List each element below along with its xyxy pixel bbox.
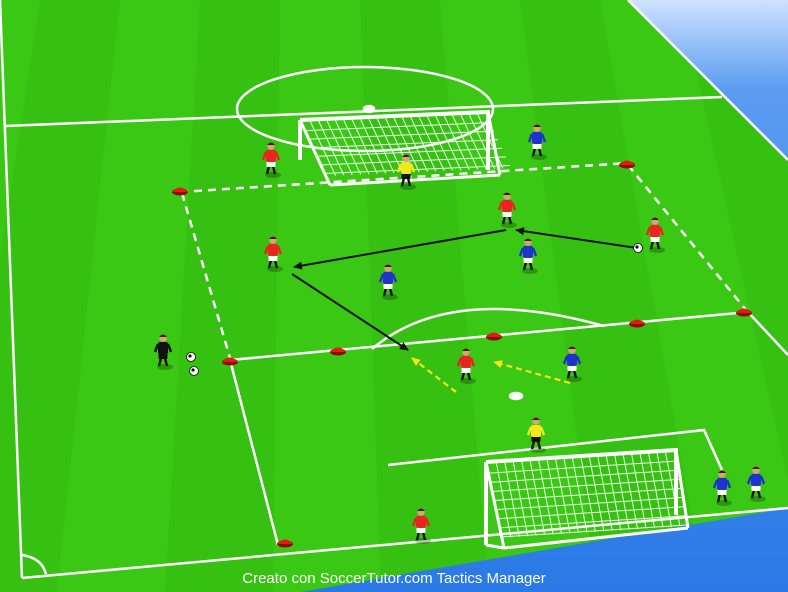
- halfway-line: [4, 95, 723, 128]
- pass-arrow: [293, 229, 507, 270]
- cone: [222, 357, 238, 366]
- player-red: [456, 348, 476, 384]
- goal-area: [387, 428, 724, 471]
- ball: [633, 243, 643, 253]
- player-red: [645, 217, 665, 253]
- pass-arrow: [291, 273, 409, 351]
- goal-bottom: [484, 447, 690, 550]
- player-blue: [746, 466, 766, 502]
- ball: [186, 352, 196, 362]
- cone: [172, 187, 188, 196]
- cones: [172, 160, 752, 548]
- player-blue: [527, 124, 547, 160]
- player-goalkeeper: [396, 154, 416, 190]
- player-red: [263, 236, 283, 272]
- player-goalkeeper: [526, 417, 546, 453]
- player-blue: [518, 238, 538, 274]
- cone: [277, 539, 293, 548]
- players: [153, 124, 766, 544]
- cone: [736, 308, 752, 317]
- caption: Creato con SoccerTutor.com Tactics Manag…: [242, 570, 545, 587]
- ball: [189, 366, 199, 376]
- centre-circle: [235, 65, 495, 153]
- player-blue: [712, 470, 732, 506]
- player-red: [497, 192, 517, 228]
- cone: [486, 332, 502, 341]
- run-arrow: [493, 360, 571, 385]
- left-touchline: [0, 0, 24, 579]
- area-left-edge: [180, 192, 232, 359]
- right-touchline: [627, 0, 788, 161]
- balls: [186, 243, 643, 376]
- player-red: [411, 508, 431, 544]
- goal-line: [21, 506, 788, 580]
- cone: [629, 319, 645, 328]
- player-coach: [153, 334, 173, 370]
- cone: [619, 160, 635, 169]
- player-red: [261, 142, 281, 178]
- penalty-arc: [371, 307, 605, 350]
- penalty-spot: [508, 391, 524, 401]
- player-blue: [378, 264, 398, 300]
- run-arrows: [411, 357, 571, 393]
- pass-arrow: [515, 227, 638, 249]
- player-blue: [562, 346, 582, 382]
- cone: [330, 347, 346, 356]
- pass-arrows: [291, 227, 638, 351]
- area-right-edge: [627, 164, 747, 311]
- centre-spot: [362, 104, 376, 114]
- corner-arc: [21, 553, 48, 575]
